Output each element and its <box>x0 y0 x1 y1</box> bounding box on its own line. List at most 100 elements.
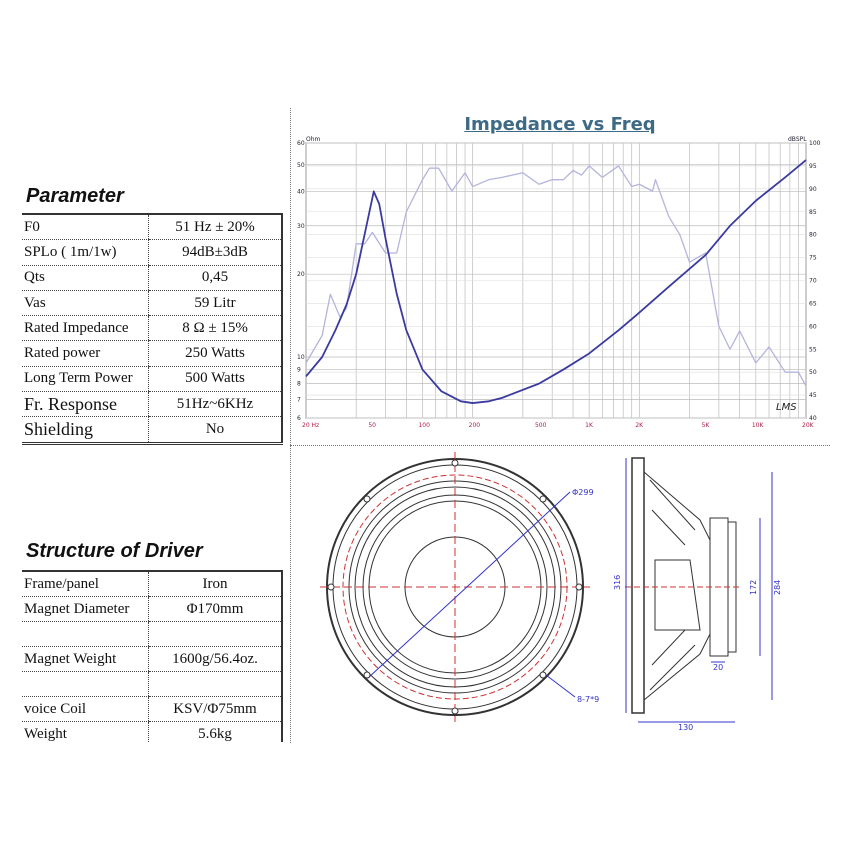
parameter-title: Parameter <box>26 185 124 207</box>
row-value: 51Hz~6KHz <box>148 391 282 418</box>
row-label: Qts <box>22 265 149 291</box>
y-left-tick-label: 40 <box>297 188 305 195</box>
row-value: 94dB±3dB <box>148 239 282 266</box>
dim-284: 284 <box>773 580 782 595</box>
row-value: 59 Litr <box>148 290 282 317</box>
row-value: KSV/Φ75mm <box>148 696 282 722</box>
row-label: Rated power <box>22 340 149 367</box>
left-axis-unit: Ohm <box>306 136 321 143</box>
y-left-tick-label: 10 <box>297 354 305 361</box>
table-row <box>22 671 282 697</box>
y-right-tick-label: 70 <box>809 278 817 285</box>
series-spl-line <box>305 165 807 387</box>
row-label <box>22 621 149 647</box>
row-label: voice Coil <box>22 696 149 722</box>
x-tick-label: 10K <box>752 422 765 429</box>
row-label <box>22 671 149 697</box>
y-left-tick-label: 7 <box>297 397 301 404</box>
row-label: Rated Impedance <box>22 315 149 342</box>
y-right-tick-label: 50 <box>809 369 817 376</box>
y-right-tick-label: 90 <box>809 186 817 193</box>
y-left-tick-label: 8 <box>297 381 301 388</box>
side-view <box>625 457 773 723</box>
row-label: Frame/panel <box>22 571 149 597</box>
x-tick-label: 20 Hz <box>302 422 319 429</box>
row-label: Magnet Weight <box>22 646 149 672</box>
row-value <box>148 621 282 647</box>
series-impedance-line <box>305 159 807 404</box>
table-row: SPLo ( 1m/1w)94dB±3dB <box>22 239 282 266</box>
y-left-tick-label: 30 <box>297 223 305 230</box>
chart-title: Impedance vs Freq <box>464 114 656 135</box>
row-label: Magnet Diameter <box>22 596 149 622</box>
y-left-tick-label: 50 <box>297 162 305 169</box>
row-value: 51 Hz ± 20% <box>148 214 282 241</box>
y-left-tick-label: 6 <box>297 415 301 422</box>
row-value: 1600g/56.4oz. <box>148 646 282 672</box>
x-tick-label: 50 <box>368 422 376 429</box>
x-tick-label: 2K <box>635 422 644 429</box>
dim-holes: 8-7*9 <box>577 695 599 704</box>
row-label: SPLo ( 1m/1w) <box>22 239 149 266</box>
dim-130: 130 <box>678 723 693 732</box>
y-right-tick-label: 45 <box>809 392 817 399</box>
row-value: 0,45 <box>148 265 282 291</box>
front-view <box>320 452 590 722</box>
y-right-tick-label: 85 <box>809 209 817 216</box>
y-right-tick-label: 75 <box>809 255 817 262</box>
row-label: Fr. Response <box>22 391 149 418</box>
row-value: 8 Ω ± 15% <box>148 315 282 342</box>
row-label: Vas <box>22 290 149 317</box>
row-label: Weight <box>22 721 149 742</box>
row-value: Iron <box>148 571 282 597</box>
x-tick-label: 200 <box>469 422 481 429</box>
y-left-tick-label: 9 <box>297 367 301 374</box>
row-label: Shielding <box>22 416 149 444</box>
dim-diameter: Φ299 <box>572 488 594 497</box>
x-tick-label: 1K <box>585 422 594 429</box>
row-value: 500 Watts <box>148 366 282 393</box>
y-right-tick-label: 65 <box>809 300 817 307</box>
x-tick-label: 100 <box>418 422 430 429</box>
y-left-tick-label: 60 <box>297 140 305 147</box>
x-tick-label: 500 <box>535 422 547 429</box>
y-right-tick-label: 40 <box>809 415 817 422</box>
y-right-tick-label: 80 <box>809 232 817 239</box>
row-value <box>148 671 282 697</box>
y-right-tick-label: 95 <box>809 163 817 170</box>
watermark: LMS <box>776 402 797 413</box>
dim-172: 172 <box>749 580 758 595</box>
row-value: Φ170mm <box>148 596 282 622</box>
x-tick-label: 20K <box>802 422 815 429</box>
driver-drawing: Φ299 8-7*9 316 172 284 20 130 <box>320 452 782 732</box>
row-label: F0 <box>22 214 149 241</box>
structure-title: Structure of Driver <box>26 540 203 562</box>
y-left-tick-label: 20 <box>297 271 305 278</box>
horizontal-divider <box>290 445 830 446</box>
row-value: 5.6kg <box>148 721 282 742</box>
row-value: 250 Watts <box>148 340 282 367</box>
dim-20: 20 <box>713 663 723 672</box>
y-right-tick-label: 100 <box>809 140 821 147</box>
vertical-divider <box>290 108 291 743</box>
table-row <box>22 621 282 647</box>
dim-316: 316 <box>613 575 622 590</box>
y-right-tick-label: 60 <box>809 323 817 330</box>
